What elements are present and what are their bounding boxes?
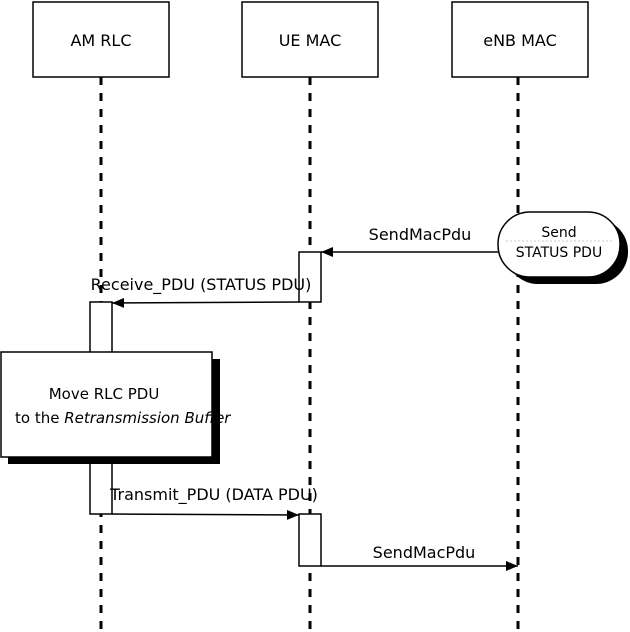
note-move-rlc-line2: to the Retransmission Buffer bbox=[15, 409, 231, 427]
message-send-mac-pdu-2: SendMacPdu bbox=[321, 543, 518, 571]
note-move-rlc-line2-prefix: to the bbox=[15, 409, 64, 427]
note-move-rlc-line2-italic: Retransmission Buffer bbox=[64, 409, 231, 427]
message-receive-pdu-label: Receive_PDU (STATUS PDU) bbox=[91, 275, 312, 295]
note-send-status-line2: STATUS PDU bbox=[516, 245, 602, 261]
message-transmit-pdu: Transmit_PDU (DATA PDU) bbox=[109, 485, 318, 520]
note-send-status-pdu: Send STATUS PDU bbox=[497, 211, 628, 284]
note-send-status-line1: Send bbox=[541, 225, 576, 241]
participant-ue-mac-label: UE MAC bbox=[279, 31, 342, 50]
participant-am-rlc-label: AM RLC bbox=[70, 31, 131, 50]
participant-am-rlc: AM RLC bbox=[32, 1, 170, 78]
note-move-rlc-line1: Move RLC PDU bbox=[49, 385, 160, 403]
message-receive-pdu: Receive_PDU (STATUS PDU) bbox=[91, 275, 312, 308]
participant-ue-mac: UE MAC bbox=[241, 1, 379, 78]
message-transmit-pdu-label: Transmit_PDU (DATA PDU) bbox=[109, 485, 318, 505]
message-send-mac-pdu-1: SendMacPdu bbox=[321, 225, 498, 257]
activation-ue-mac-1 bbox=[298, 251, 322, 303]
participant-enb-mac-label: eNB MAC bbox=[483, 31, 557, 50]
message-send-mac-pdu-2-label: SendMacPdu bbox=[373, 543, 476, 562]
participant-enb-mac: eNB MAC bbox=[451, 1, 589, 78]
message-send-mac-pdu-1-label: SendMacPdu bbox=[369, 225, 472, 244]
note-move-rlc-pdu: Move RLC PDU to the Retransmission Buffe… bbox=[0, 351, 231, 464]
activation-ue-mac-2 bbox=[298, 513, 322, 567]
